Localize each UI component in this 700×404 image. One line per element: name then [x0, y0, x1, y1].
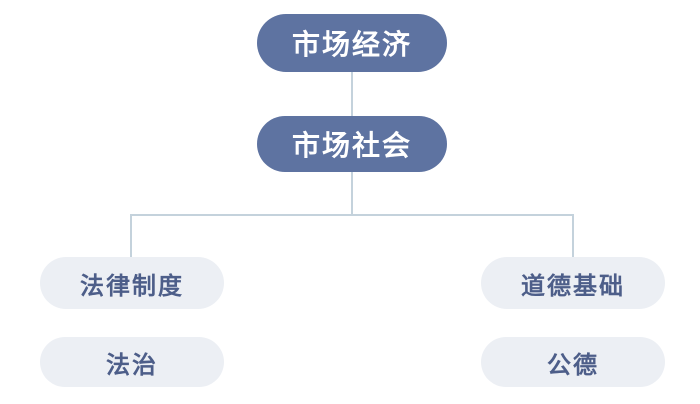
- node-public-morality: 公德: [481, 337, 665, 387]
- connector-economy-to-society: [351, 72, 353, 116]
- connector-branch-right-drop: [572, 214, 574, 258]
- connector-society-stem: [351, 172, 353, 214]
- connector-branch-rail: [130, 214, 574, 216]
- node-market-economy: 市场经济: [257, 14, 447, 72]
- connector-branch-left-drop: [130, 214, 132, 258]
- node-rule-of-law: 法治: [40, 337, 224, 387]
- node-market-society: 市场社会: [257, 116, 447, 172]
- node-legal-system: 法律制度: [40, 257, 224, 309]
- node-moral-foundation: 道德基础: [481, 257, 665, 309]
